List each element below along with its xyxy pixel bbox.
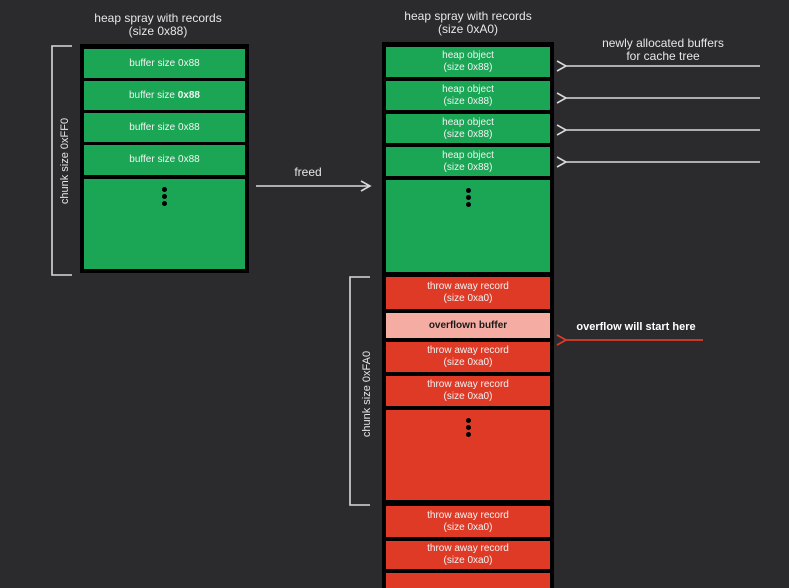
heap-object-3-line2: (size 0x88) — [443, 128, 493, 140]
right-heading: heap spray with records (size 0xA0) — [388, 10, 548, 36]
left-chunk-bracket — [51, 45, 72, 276]
left-buffer-4-label: buffer size 0x88 — [129, 154, 200, 165]
left-buffer-4: buffer size 0x88 — [84, 145, 245, 175]
heap-object-2-line1: heap object — [442, 83, 494, 95]
throw-away-record-bottom-1-line2: (size 0xa0) — [443, 521, 493, 533]
right-heading-line2: (size 0xA0) — [437, 22, 499, 36]
throw-away-record-mid-1: throw away record (size 0xa0) — [386, 342, 550, 372]
left-buffer-1-label: buffer size 0x88 — [129, 57, 200, 69]
throw-away-record-mid-1-line1: throw away record — [427, 345, 509, 356]
throw-away-record-bottom-2-line2: (size 0xa0) — [443, 555, 493, 566]
throw-away-record-bottom-1-line1: throw away record — [427, 509, 509, 521]
left-buffer-2-label: buffer size — [129, 89, 178, 101]
heap-object-1-line1: heap object — [442, 50, 494, 61]
freed-label: freed — [294, 165, 322, 179]
throw-away-record-mid-2-line1: throw away record — [427, 379, 509, 390]
right-heading-line1: heap spray with records — [404, 9, 532, 23]
left-buffer-3: buffer size 0x88 — [84, 113, 245, 142]
throw-away-record-mid-2: throw away record (size 0xa0) — [386, 376, 550, 406]
left-buffer-2-size: 0x88 — [177, 89, 200, 101]
throw-away-record-top-line2: (size 0xa0) — [443, 293, 493, 304]
heap-object-1-line2: (size 0x88) — [443, 62, 493, 73]
heap-object-4-line1: heap object — [442, 149, 494, 161]
throw-away-record-bottom-1: throw away record (size 0xa0) — [386, 506, 550, 537]
overflown-buffer: overflown buffer — [386, 313, 550, 338]
left-remaining-space — [84, 179, 245, 269]
throw-away-record-mid-2-line2: (size 0xa0) — [443, 391, 493, 402]
new-buffers-line1: newly allocated buffers — [602, 36, 724, 50]
right-green-ellipsis-dots — [465, 188, 471, 207]
left-heading-line2: (size 0x88) — [128, 24, 188, 38]
new-buffers-line2: for cache tree — [626, 49, 700, 63]
left-heading: heap spray with records (size 0x88) — [78, 12, 238, 38]
heap-object-2-line2: (size 0x88) — [443, 95, 493, 107]
left-heading-line1: heap spray with records — [94, 11, 222, 25]
left-buffer-3-label: buffer size 0x88 — [129, 121, 200, 133]
heap-object-4: heap object (size 0x88) — [386, 147, 550, 176]
right-free-space — [386, 180, 550, 272]
throw-away-record-bottom-3 — [386, 573, 550, 588]
throw-away-record-top-line1: throw away record — [427, 281, 509, 292]
new-buffers-label: newly allocated buffers for cache tree — [588, 37, 738, 63]
throw-away-record-top: throw away record (size 0xa0) — [386, 277, 550, 309]
heap-object-4-line2: (size 0x88) — [443, 161, 493, 173]
left-ellipsis-dots — [162, 187, 167, 206]
heap-object-3: heap object (size 0x88) — [386, 114, 550, 143]
right-red-ellipsis-dots — [465, 418, 471, 437]
heap-object-1: heap object (size 0x88) — [386, 47, 550, 77]
throw-away-remaining-space — [386, 410, 550, 500]
throw-away-record-mid-1-line2: (size 0xa0) — [443, 357, 493, 368]
heap-object-3-line1: heap object — [442, 116, 494, 128]
left-buffer-1: buffer size 0x88 — [84, 49, 245, 78]
right-chunk-bracket — [349, 276, 370, 506]
heap-object-2: heap object (size 0x88) — [386, 81, 550, 110]
overflown-buffer-label: overflown buffer — [428, 319, 508, 331]
left-buffer-2: buffer size 0x88 — [84, 81, 245, 110]
throw-away-record-bottom-2: throw away record (size 0xa0) — [386, 541, 550, 569]
overflow-start-label: overflow will start here — [576, 321, 696, 333]
throw-away-record-bottom-2-line1: throw away record — [427, 543, 509, 554]
